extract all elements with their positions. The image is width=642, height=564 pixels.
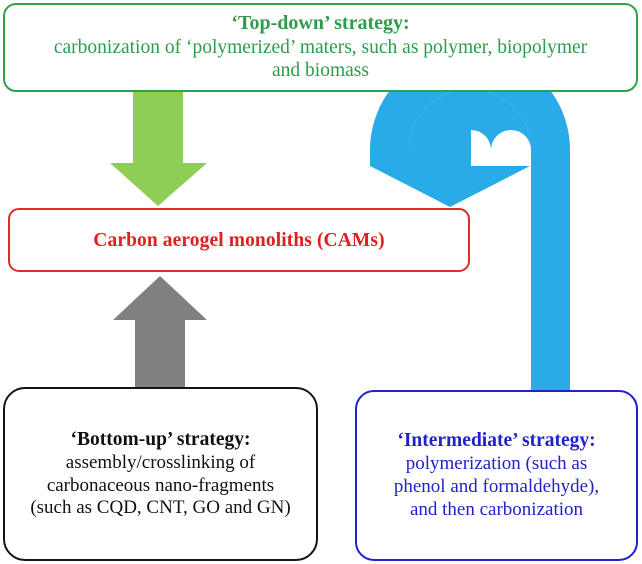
top-down-strategy-line-2: and biomass: [272, 60, 369, 82]
arrow-topdown-to-cams: [110, 92, 207, 206]
arrow-intermediate-head-mask: [471, 130, 491, 166]
intermediate-strategy-line-2: phenol and formaldehyde),: [393, 476, 600, 498]
bottom-up-strategy-line-2: carbonaceous nano-fragments: [46, 474, 275, 496]
top-down-strategy-title: ‘Top-down’ strategy:: [231, 12, 410, 35]
bottom-up-strategy-line-3: (such as CQD, CNT, GO and GN): [30, 497, 291, 519]
intermediate-strategy-box: ‘Intermediate’ strategy: polymerization …: [355, 390, 638, 561]
carbon-aerogel-monoliths-box: Carbon aerogel monoliths (CAMs): [8, 208, 470, 272]
bottom-up-strategy-line-1: assembly/crosslinking of: [65, 451, 256, 473]
top-down-strategy-line-1: carbonization of ‘polymerized’ maters, s…: [53, 36, 588, 58]
bottom-up-strategy-box: ‘Bottom-up’ strategy: assembly/crosslink…: [3, 387, 318, 561]
bottom-up-strategy-title: ‘Bottom-up’ strategy:: [70, 428, 251, 450]
arrow-intermediate-head: [370, 166, 530, 207]
arrow-bottomup-to-cams: [113, 276, 207, 389]
intermediate-strategy-line-1: polymerization (such as: [405, 453, 588, 475]
arrow-intermediate-stem: [531, 150, 570, 392]
intermediate-strategy-title: ‘Intermediate’ strategy:: [397, 430, 596, 452]
intermediate-strategy-line-3: and then carbonization: [409, 498, 584, 520]
top-down-strategy-box: ‘Top-down’ strategy: carbonization of ‘p…: [3, 3, 638, 92]
carbon-aerogel-monoliths-title: Carbon aerogel monoliths (CAMs): [93, 229, 385, 251]
